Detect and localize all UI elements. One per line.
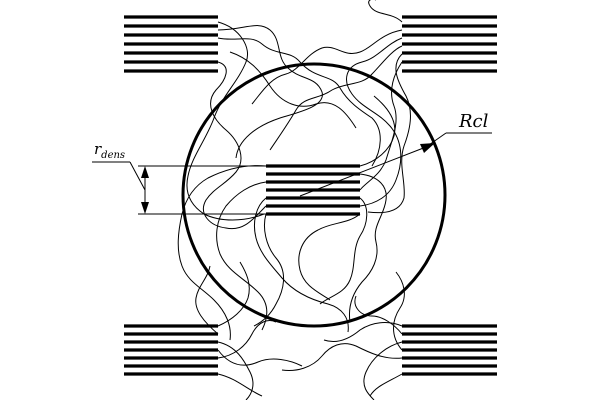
chain-strand (203, 61, 267, 230)
chain-strand (217, 25, 323, 159)
r-dens-main: r (94, 140, 102, 158)
polymer-chains (177, 0, 411, 400)
chain-strand (217, 349, 303, 367)
chain-strand (177, 165, 267, 341)
chain-strand (217, 320, 277, 359)
lamella-stack-top-right (402, 15, 497, 73)
chain-strand (269, 45, 403, 151)
chain-strand (367, 53, 411, 214)
chain-strand (217, 261, 250, 327)
chain-strand (217, 373, 263, 397)
chain-strand (319, 197, 368, 305)
chain-strand (229, 51, 357, 129)
lamella-stack-bottom-right (402, 324, 497, 376)
chain-strand (346, 37, 403, 207)
radius-line (299, 146, 427, 197)
chain-strand (217, 37, 381, 167)
chain-strand (253, 213, 284, 327)
rcl-leader-line (425, 132, 447, 148)
chain-strand (281, 343, 403, 371)
rdens-arrow-down (141, 202, 149, 214)
chain-strand (359, 95, 396, 167)
chain-strand (393, 271, 405, 351)
cluster-circle (181, 62, 447, 328)
chain-strand (217, 341, 254, 400)
chain-strand (195, 265, 219, 335)
radius-arrowhead (420, 143, 435, 153)
lamella-stack-center (266, 164, 360, 216)
r-dens-label: rdens (94, 142, 125, 161)
chain-strand (216, 181, 268, 331)
chain-strand (251, 29, 403, 105)
chain-strand (354, 295, 403, 335)
chain-strand (298, 213, 361, 301)
lamella-stack-top-left (124, 15, 218, 73)
lamella-stack-bottom-left (124, 324, 218, 376)
chain-strand (369, 373, 403, 397)
chain-strand (363, 341, 403, 400)
rcl-label: Rcl (459, 111, 489, 132)
rdens-arrow-up (141, 166, 149, 178)
chain-strand (349, 173, 387, 323)
chain-strand (253, 197, 349, 333)
chain-strand (368, 0, 403, 23)
r-dens-subscript: dens (101, 150, 126, 161)
rdens-leader-line (129, 161, 146, 191)
